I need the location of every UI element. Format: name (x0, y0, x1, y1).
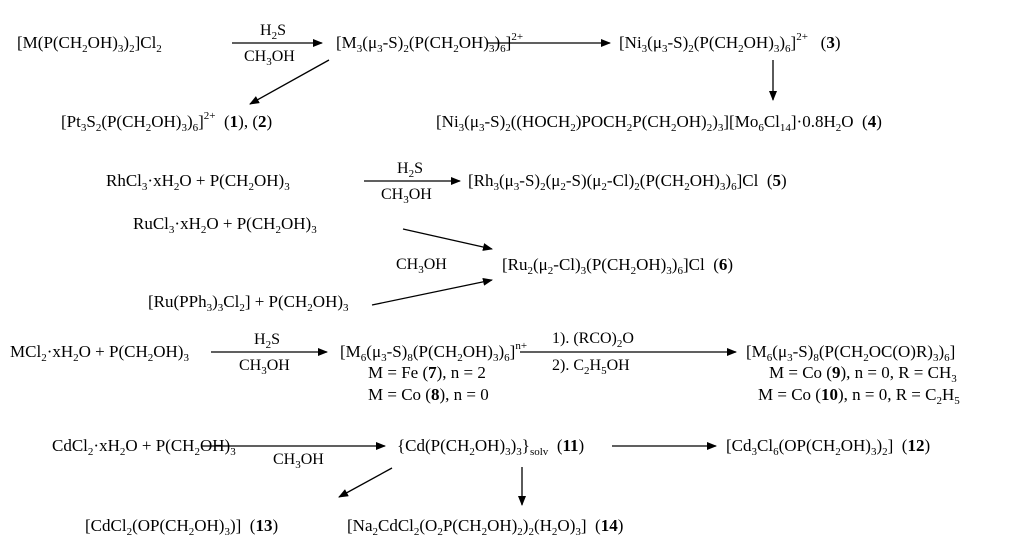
m6s8-fe: M = Fe (7), n = 2 (368, 363, 486, 382)
cd-solv: {Cd(P(CH2OH)3)3}solv (11) (397, 436, 585, 458)
pt3s2: [Pt3S2(P(CH2OH)3)6]2+ (1), (2) (61, 110, 273, 134)
reagent-ch3oh-3: CH3OH (396, 256, 447, 276)
arrow-to-cdcl2-op (338, 467, 393, 498)
cd3cl6: [Cd3Cl6(OP(CH2OH)3)2] (12) (726, 436, 931, 458)
ester-co10: M = Co (10), n = 0, R = C2H5 (758, 385, 960, 407)
reagent-ch3oh-5: CH3OH (273, 451, 324, 471)
ru-pph3: [Ru(PPh3)3Cl2] + P(CH2OH)3 (148, 292, 349, 314)
reagent-ch3oh-1: CH3OH (244, 48, 295, 68)
reagent-h2s-1: H2S (260, 22, 286, 42)
rhcl3: RhCl3·xH2O + P(CH2OH)3 (106, 171, 290, 193)
ester-co9: M = Co (9), n = 0, R = CH3 (769, 363, 957, 385)
reagent-step1: 1). (RCO)2O (552, 330, 634, 350)
ru2: [Ru2(μ2-Cl)3(P(CH2OH)3)6]Cl (6) (502, 255, 734, 277)
m6s8: [M6(μ3-S)8(P(CH2OH)3)6]n+ (340, 340, 528, 364)
reagent-ch3oh-4: CH3OH (239, 357, 290, 377)
arrow-to-pt3 (249, 59, 330, 105)
ni3-mo6: [Ni3(μ3-S)2((HOCH2)POCH2P(CH2OH)2)3][Mo6… (436, 112, 882, 134)
m-thp-cl2: [M(P(CH2OH)3)2]Cl2 (17, 33, 162, 55)
m6s8-ester: [M6(μ3-S)8(P(CH2OC(O)R)3)6] (746, 342, 956, 364)
reagent-h2s-3: H2S (254, 331, 280, 351)
ni3s2-cation: [Ni3(μ3-S)2(P(CH2OH)3)6]2+ (3) (619, 31, 841, 55)
cdcl2-op: [CdCl2(OP(CH2OH)3)] (13) (85, 516, 279, 538)
m3s2-cation: [M3(μ3-S)2(P(CH2OH)3)6]2+ (336, 31, 524, 55)
rucl3: RuCl3·xH2O + P(CH2OH)3 (133, 214, 317, 236)
arrow-rucl3-to-ru2 (402, 228, 493, 251)
na2cd: [Na2CdCl2(O2P(CH2OH)2)2(H2O)3] (14) (347, 516, 624, 538)
cdcl2: CdCl2·xH2O + P(CH2OH)3 (52, 436, 236, 458)
rh3: [Rh3(μ3-S)2(μ2-S)(μ2-Cl)2(P(CH2OH)3)6]Cl… (468, 171, 787, 193)
mcl2: MCl2·xH2O + P(CH2OH)3 (10, 342, 189, 364)
m6s8-co: M = Co (8), n = 0 (368, 385, 489, 404)
reagent-h2s-2: H2S (397, 160, 423, 180)
arrow-rupph3-to-ru2 (371, 277, 493, 306)
reagent-step2: 2). C2H5OH (552, 357, 630, 377)
reagent-ch3oh-2: CH3OH (381, 186, 432, 206)
